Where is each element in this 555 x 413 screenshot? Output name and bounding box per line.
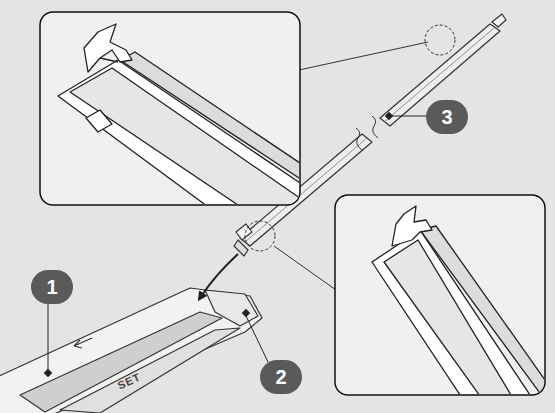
callout-number: 2 xyxy=(260,360,302,394)
callout-number: 1 xyxy=(31,270,73,304)
wiper-blade xyxy=(0,288,262,413)
break-mark xyxy=(372,116,378,138)
rubber-end-detail xyxy=(58,24,299,204)
leader-line xyxy=(299,42,428,70)
leader-line xyxy=(392,116,430,117)
leader-line xyxy=(48,304,49,372)
detail-circle xyxy=(245,221,275,251)
break-mark xyxy=(356,128,362,150)
leader-line xyxy=(274,246,336,290)
leader-dot xyxy=(385,112,393,120)
leader-line xyxy=(246,316,268,362)
detail-circle xyxy=(425,25,455,55)
insert-arrow xyxy=(200,254,238,298)
leader-dot xyxy=(44,369,52,377)
rubber-end-detail xyxy=(372,206,544,394)
callout-number: 3 xyxy=(426,100,468,134)
leader-dot xyxy=(242,309,250,317)
